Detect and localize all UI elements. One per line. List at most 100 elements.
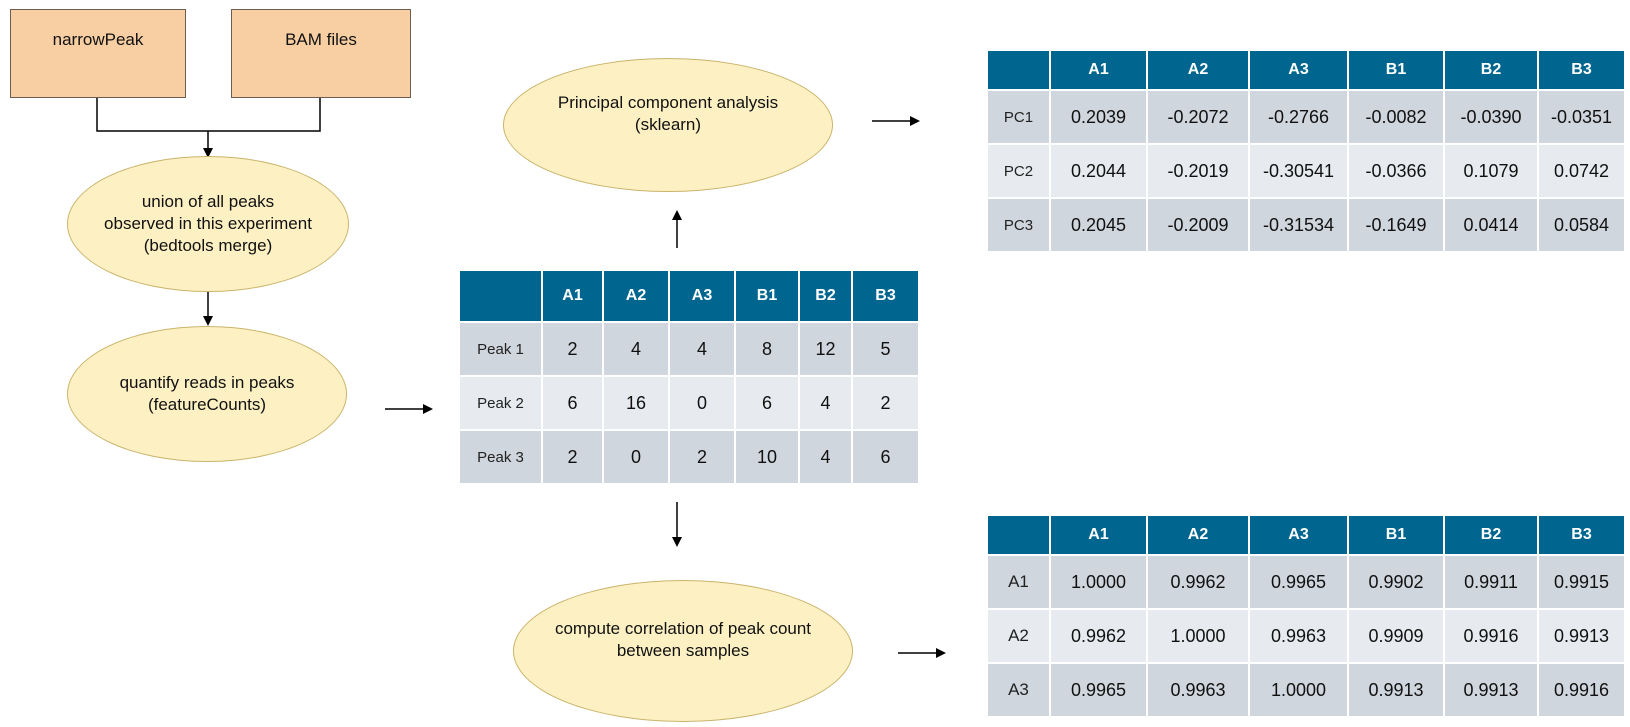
table-cell: -0.0366	[1347, 143, 1445, 199]
table-header-cell: A2	[602, 269, 670, 323]
table-row: Peak 1 2 4 4 8 12 5	[458, 321, 920, 377]
table-row: A2 0.9962 1.0000 0.9963 0.9909 0.9916 0.…	[986, 608, 1626, 664]
table-row: PC3 0.2045 -0.2009 -0.31534 -0.1649 0.04…	[986, 197, 1626, 253]
row-label: PC3	[986, 197, 1051, 253]
table-header-cell: B3	[1537, 49, 1626, 91]
pca-results-table: A1 A2 A3 B1 B2 B3 PC1 0.2039 -0.2072 -0.…	[986, 49, 1626, 253]
table-cell: 0.9963	[1146, 662, 1250, 718]
table-cell: 0.9911	[1443, 554, 1539, 610]
bam-files-label: BAM files	[285, 29, 357, 49]
quantify-step-line-1: quantify reads in peaks	[119, 373, 295, 392]
table-header-row: A1 A2 A3 B1 B2 B3	[986, 514, 1626, 556]
table-header-cell: B1	[1347, 49, 1445, 91]
table-header-cell: A1	[1049, 49, 1148, 91]
table-header-cell: B1	[734, 269, 800, 323]
table-cell: 0.0414	[1443, 197, 1539, 253]
row-label: Peak 2	[458, 375, 543, 431]
table-header-cell	[458, 269, 543, 323]
table-cell: 5	[851, 321, 920, 377]
table-row: PC2 0.2044 -0.2019 -0.30541 -0.0366 0.10…	[986, 143, 1626, 199]
quantify-reads-step: quantify reads in peaks (featureCounts)	[67, 326, 347, 462]
table-header-cell: A3	[1248, 49, 1349, 91]
union-step-line-1: union of all peaks	[141, 192, 275, 211]
table-cell: 0	[668, 375, 736, 431]
table-header-row: A1 A2 A3 B1 B2 B3	[986, 49, 1626, 91]
table-cell: 0.9916	[1537, 662, 1626, 718]
table-header-cell: A3	[1248, 514, 1349, 556]
table-cell: 4	[602, 321, 670, 377]
table-cell: 4	[798, 375, 853, 431]
table-cell: 0.9916	[1443, 608, 1539, 664]
table-cell: -0.2009	[1146, 197, 1250, 253]
table-cell: 0.9915	[1537, 554, 1626, 610]
table-cell: 4	[798, 429, 853, 485]
table-cell: 16	[602, 375, 670, 431]
table-cell: -0.31534	[1248, 197, 1349, 253]
table-cell: 2	[668, 429, 736, 485]
table-cell: 8	[734, 321, 800, 377]
table-row: A1 1.0000 0.9962 0.9965 0.9902 0.9911 0.…	[986, 554, 1626, 610]
merge-connector	[96, 98, 321, 132]
table-cell: 6	[541, 375, 604, 431]
row-label: A2	[986, 608, 1051, 664]
pca-step: Principal component analysis (sklearn)	[503, 58, 833, 192]
union-step-line-2: observed in this experiment	[104, 214, 312, 233]
table-cell: 1.0000	[1049, 554, 1148, 610]
table-cell: 0.9902	[1347, 554, 1445, 610]
table-header-cell: A1	[1049, 514, 1148, 556]
table-cell: 0.9909	[1347, 608, 1445, 664]
table-cell: -0.1649	[1347, 197, 1445, 253]
table-cell: 0.9962	[1049, 608, 1148, 664]
table-cell: 0.1079	[1443, 143, 1539, 199]
row-label: Peak 1	[458, 321, 543, 377]
table-header-cell: A1	[541, 269, 604, 323]
row-label: PC1	[986, 89, 1051, 145]
pca-step-line-2: (sklearn)	[634, 115, 702, 134]
row-label: Peak 3	[458, 429, 543, 485]
peak-counts-table: A1 A2 A3 B1 B2 B3 Peak 1 2 4 4 8 12 5 Pe…	[458, 269, 920, 485]
table-header-cell: A3	[668, 269, 736, 323]
table-cell: 0	[602, 429, 670, 485]
row-label: A3	[986, 662, 1051, 718]
row-label: PC2	[986, 143, 1051, 199]
quantify-step-line-2: (featureCounts)	[147, 395, 267, 414]
table-header-cell: B2	[1443, 514, 1539, 556]
table-row: A3 0.9965 0.9963 1.0000 0.9913 0.9913 0.…	[986, 662, 1626, 718]
union-peaks-step: union of all peaks observed in this expe…	[67, 156, 349, 292]
table-header-cell: A2	[1146, 49, 1250, 91]
table-cell: -0.30541	[1248, 143, 1349, 199]
correlation-step-line-2: between samples	[616, 641, 750, 660]
table-cell: 12	[798, 321, 853, 377]
table-cell: 1.0000	[1248, 662, 1349, 718]
correlation-step-line-1: compute correlation of peak count	[554, 619, 812, 638]
table-cell: -0.0390	[1443, 89, 1539, 145]
table-header-row: A1 A2 A3 B1 B2 B3	[458, 269, 920, 323]
bam-files-input-box: BAM files	[231, 9, 411, 98]
table-row: Peak 3 2 0 2 10 4 6	[458, 429, 920, 485]
table-header-cell: B1	[1347, 514, 1445, 556]
table-header-cell: B2	[798, 269, 853, 323]
table-cell: 1.0000	[1146, 608, 1250, 664]
table-header-cell: B3	[851, 269, 920, 323]
table-cell: 0.9962	[1146, 554, 1250, 610]
table-cell: 2	[541, 321, 604, 377]
table-cell: 0.9963	[1248, 608, 1349, 664]
table-header-cell	[986, 49, 1051, 91]
pca-step-line-1: Principal component analysis	[557, 93, 779, 112]
table-cell: 0.9913	[1537, 608, 1626, 664]
union-step-line-3: (bedtools merge)	[143, 236, 273, 255]
table-cell: 0.9965	[1248, 554, 1349, 610]
table-cell: -0.2072	[1146, 89, 1250, 145]
table-cell: 0.2044	[1049, 143, 1148, 199]
narrowpeak-input-box: narrowPeak	[10, 9, 186, 98]
table-cell: 0.2039	[1049, 89, 1148, 145]
table-cell: -0.0082	[1347, 89, 1445, 145]
table-header-cell: B3	[1537, 514, 1626, 556]
table-cell: 10	[734, 429, 800, 485]
table-cell: 4	[668, 321, 736, 377]
table-cell: 6	[851, 429, 920, 485]
narrowpeak-label: narrowPeak	[52, 29, 144, 49]
table-cell: 0.2045	[1049, 197, 1148, 253]
table-cell: 2	[541, 429, 604, 485]
